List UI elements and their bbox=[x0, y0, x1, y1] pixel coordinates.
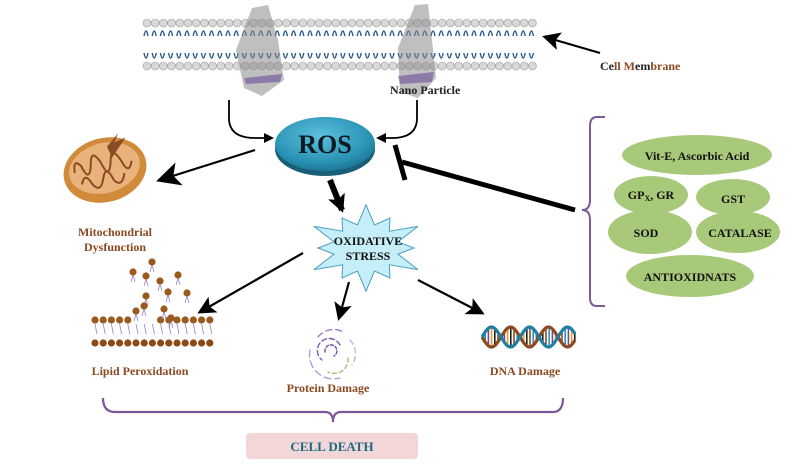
nano-left-to-ros-arrow bbox=[228, 100, 274, 143]
svg-text:ANTIOXIDNATS: ANTIOXIDNATS bbox=[644, 270, 737, 284]
oxidative-to-dna-arrow bbox=[417, 279, 485, 315]
ros-label: ROS bbox=[298, 130, 351, 159]
mitochondrion-icon bbox=[63, 133, 147, 203]
dna-label: DNA Damage bbox=[490, 364, 561, 378]
protein-label: Protein Damage bbox=[287, 381, 370, 395]
svg-text:GST: GST bbox=[721, 192, 745, 206]
svg-text:GPX, GR: GPX, GR bbox=[628, 188, 675, 203]
lipid-peroxidation-icon bbox=[91, 258, 214, 347]
membrane-top-tails bbox=[143, 30, 535, 37]
antioxidant-group: Vit-E, Ascorbic Acid GPX, GR GST SOD CAT… bbox=[608, 135, 780, 297]
oxidative-stress-node: OXIDATIVE STRESS bbox=[313, 203, 419, 293]
cell-death-label: CELL DEATH bbox=[290, 439, 373, 454]
ros-to-mito-arrow bbox=[156, 148, 256, 186]
antioxidant-catalase: CATALASE bbox=[696, 211, 780, 253]
nano-particle-left bbox=[236, 5, 284, 96]
lipid-label: Lipid Peroxidation bbox=[92, 364, 189, 378]
oxidative-label-line2: STRESS bbox=[346, 249, 391, 263]
inhibition-bar bbox=[392, 144, 408, 181]
antioxidant-antioxidnats: ANTIOXIDNATS bbox=[626, 255, 754, 297]
oxidative-to-protein-arrow bbox=[334, 281, 352, 321]
nano-particle-right bbox=[398, 4, 436, 98]
oxidative-label-line1: OXIDATIVE bbox=[334, 234, 402, 248]
antioxidant-bracket bbox=[581, 116, 605, 307]
svg-text:Vit-E, Ascorbic Acid: Vit-E, Ascorbic Acid bbox=[645, 149, 750, 163]
cell-membrane bbox=[142, 18, 537, 71]
antioxidant-gpx-gr: GPX, GR bbox=[614, 176, 688, 214]
svg-text:SOD: SOD bbox=[634, 226, 659, 240]
antioxidant-vit-e: Vit-E, Ascorbic Acid bbox=[622, 135, 772, 175]
cell-membrane-arrow bbox=[542, 32, 601, 55]
nano-particle-label: Nano Particle bbox=[390, 83, 461, 97]
membrane-top-heads bbox=[142, 18, 537, 28]
membrane-bot-tails bbox=[143, 52, 535, 59]
cell-membrane-label: Cell Membrane bbox=[600, 59, 681, 73]
mito-label-line1: Mitochondrial bbox=[78, 225, 153, 239]
antioxidant-gst: GST bbox=[696, 179, 770, 215]
oxidative-to-lipid-arrow bbox=[197, 252, 304, 314]
protein-damage-icon bbox=[308, 328, 357, 380]
dna-helix-icon bbox=[480, 325, 577, 349]
membrane-bot-heads bbox=[142, 61, 537, 71]
mito-label-line2: Dysfunction bbox=[84, 240, 146, 254]
cell-death-bracket bbox=[101, 397, 565, 423]
ros-to-oxidative-arrow bbox=[327, 178, 345, 213]
cell-death-box: CELL DEATH bbox=[246, 433, 418, 459]
antioxidant-sod: SOD bbox=[608, 210, 692, 254]
svg-text:CATALASE: CATALASE bbox=[708, 226, 772, 240]
ros-node: ROS bbox=[275, 117, 375, 176]
inhibition-line bbox=[392, 144, 576, 213]
nano-right-to-ros-arrow bbox=[376, 100, 418, 143]
